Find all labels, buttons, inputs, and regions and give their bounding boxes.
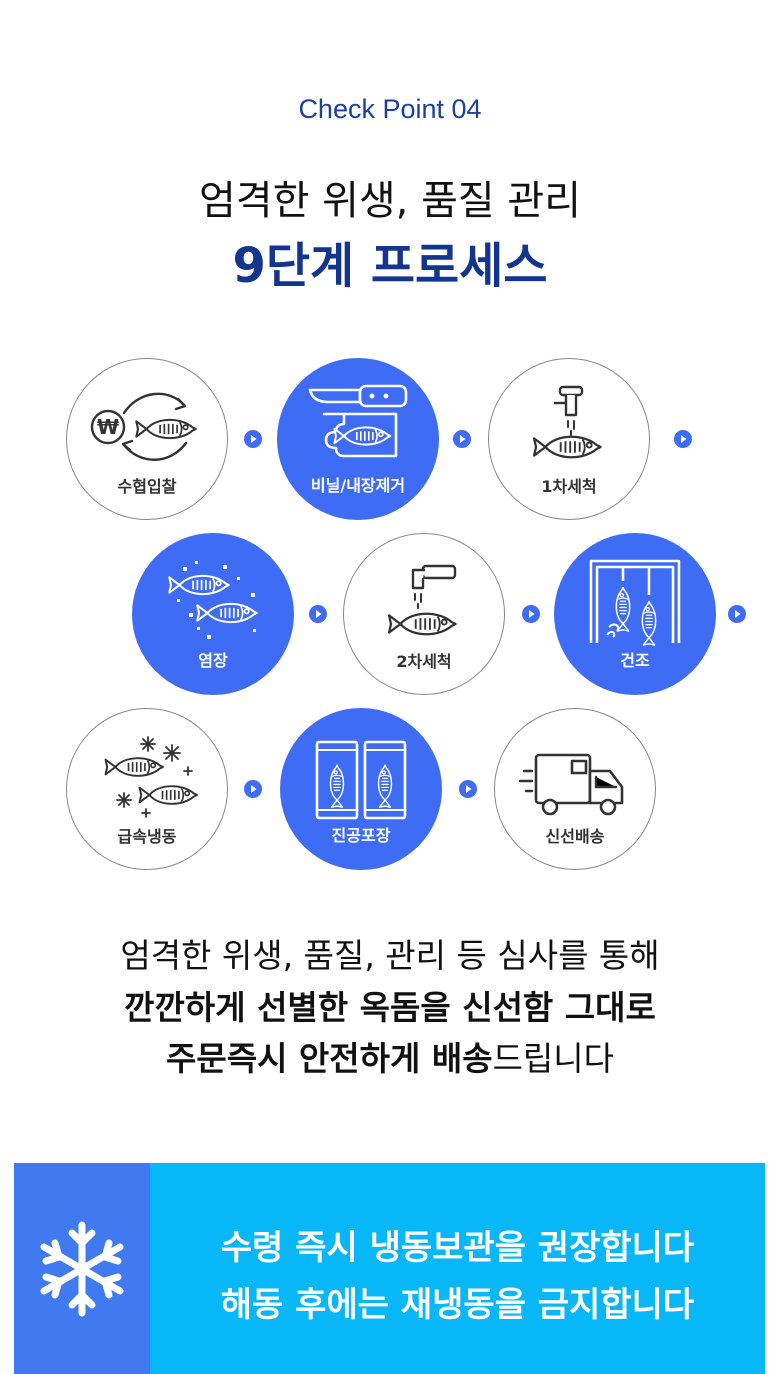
step-fresh-delivery: 신선배송	[494, 708, 656, 870]
step-label: 2차세척	[396, 652, 452, 671]
vacuum-pack-icon	[315, 740, 407, 820]
arrow-right-icon	[522, 605, 540, 623]
description-line-1: 엄격한 위생, 품질, 관리 등 심사를 통해	[120, 936, 660, 975]
arrow-right-icon	[244, 430, 262, 448]
arrow-right-icon	[244, 780, 262, 798]
banner-line-2: 해동 후에는 재냉동을 금지합니다	[220, 1285, 695, 1325]
arrow-right-icon	[309, 605, 327, 623]
step-label: 건조	[620, 651, 650, 670]
step-label: 비닐/내장제거	[310, 476, 406, 495]
description-emphasis: 주문즉시 안전하게 배송	[165, 1039, 493, 1078]
faucet-fish-icon	[387, 564, 457, 636]
description-line-3: 주문즉시 안전하게 배송드립니다	[0, 1032, 780, 1080]
faucet-fish-icon	[532, 385, 602, 459]
step-label: 진공포장	[331, 826, 391, 845]
delivery-truck-icon	[518, 753, 624, 816]
drying-rack-icon	[589, 559, 681, 646]
step-second-wash: 2차세척	[343, 533, 505, 695]
step-drying: 건조	[554, 533, 716, 695]
step-label: 신선배송	[545, 827, 605, 846]
checkpoint-label: Check Point 04	[298, 94, 482, 124]
step-auction: ₩ 수협입찰	[66, 358, 228, 520]
step-quick-freeze: 급속냉동	[66, 708, 228, 870]
step-salting: 염장	[132, 533, 294, 695]
description-line-2: 깐깐하게 선별한 옥돔을 신선함 그대로	[124, 988, 656, 1027]
auction-fish-icon: ₩	[90, 392, 197, 461]
step-label: 수협입찰	[117, 477, 177, 496]
arrow-right-icon	[453, 430, 471, 448]
svg-text:₩: ₩	[97, 415, 119, 439]
step-label: 1차세척	[541, 477, 597, 496]
snowflake-icon	[40, 1221, 124, 1317]
banner-message-panel	[150, 1163, 765, 1374]
step-first-wash: 1차세척	[488, 358, 650, 520]
arrow-right-icon	[459, 780, 477, 798]
step-gutting: 비닐/내장제거	[277, 358, 439, 520]
step-label: 염장	[198, 651, 228, 670]
page-title: 엄격한 위생, 품질 관리	[198, 178, 582, 224]
knife-board-fish-icon	[308, 384, 408, 458]
banner-icon-panel	[14, 1163, 150, 1374]
step-vacuum-pack: 진공포장	[280, 708, 442, 870]
banner-line-1: 수령 즉시 냉동보관을 권장합니다	[220, 1228, 695, 1268]
description-tail: 드립니다	[492, 1039, 615, 1078]
arrow-right-icon	[674, 430, 692, 448]
salt-fish-icon	[168, 561, 258, 639]
snowflake-fish-icon	[104, 736, 198, 818]
arrow-right-icon	[728, 605, 746, 623]
step-label: 급속냉동	[117, 827, 177, 846]
page-subtitle: 9단계 프로세스	[232, 238, 548, 294]
